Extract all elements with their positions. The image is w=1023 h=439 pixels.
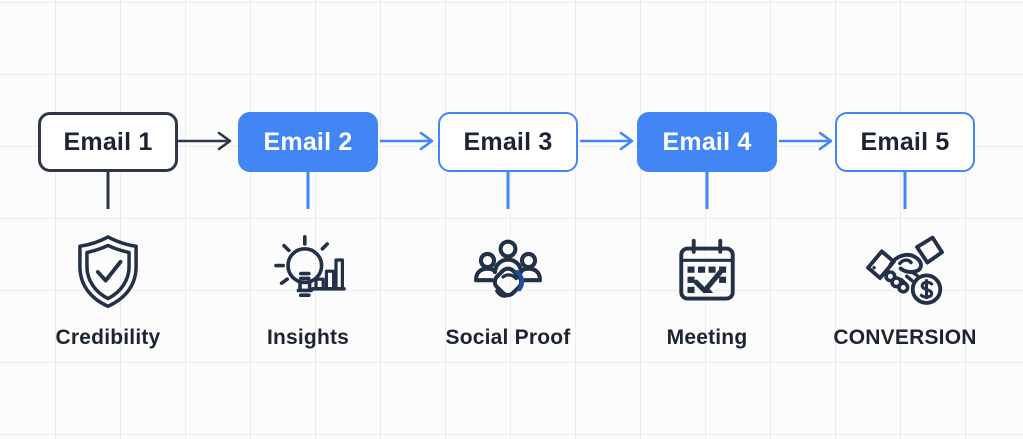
arrow-right-icon xyxy=(177,131,232,151)
arrow-right-icon xyxy=(379,131,434,151)
email-5-connector-line xyxy=(903,172,907,209)
email-5-node: Email 5 xyxy=(835,112,975,172)
flow-column-email-3: Email 3 Social Proof xyxy=(408,0,608,439)
email-2-label: Email 2 xyxy=(263,127,353,156)
social-proof-icon-wrap xyxy=(462,226,554,318)
email-5-label: Email 5 xyxy=(860,127,950,156)
calendar-check-icon xyxy=(679,238,735,301)
email-4-connector-line xyxy=(705,172,709,209)
meeting-caption: Meeting xyxy=(666,326,748,349)
flow-column-email-5: Email 5 CONVERSION xyxy=(805,0,1005,439)
shield-check-icon xyxy=(78,235,138,309)
arrow-email-4-to-5 xyxy=(778,128,836,154)
people-group-icon xyxy=(473,239,543,298)
arrow-right-icon xyxy=(579,131,634,151)
insights-caption: Insights xyxy=(266,326,350,349)
social-proof-caption: Social Proof xyxy=(445,326,571,349)
credibility-caption: Credibility xyxy=(55,326,161,349)
insights-icon-wrap xyxy=(262,226,354,318)
meeting-icon-wrap xyxy=(661,226,753,318)
handshake-dollar-icon xyxy=(866,235,944,305)
email-3-node: Email 3 xyxy=(438,112,578,172)
lightbulb-chart-icon xyxy=(274,235,346,297)
arrow-right-icon xyxy=(778,131,833,151)
conversion-caption: CONVERSION xyxy=(833,326,977,349)
arrow-email-2-to-3 xyxy=(379,128,437,154)
email-1-label: Email 1 xyxy=(63,127,153,156)
flow-column-email-1: Email 1 Credibility xyxy=(8,0,208,439)
flow-column-email-4: Email 4 Meeting xyxy=(607,0,807,439)
email-1-node: Email 1 xyxy=(38,112,178,172)
email-4-label: Email 4 xyxy=(662,127,752,156)
flow-column-email-2: Email 2 Insights xyxy=(208,0,408,439)
email-3-connector-line xyxy=(506,172,510,209)
email-4-node: Email 4 xyxy=(637,112,777,172)
email-2-node: Email 2 xyxy=(238,112,378,172)
email-1-connector-line xyxy=(106,172,110,209)
arrow-email-1-to-2 xyxy=(177,128,235,154)
email-3-label: Email 3 xyxy=(463,127,553,156)
arrow-email-3-to-4 xyxy=(579,128,637,154)
credibility-icon-wrap xyxy=(62,226,154,318)
conversion-icon-wrap xyxy=(859,226,951,318)
email-2-connector-line xyxy=(306,172,310,209)
